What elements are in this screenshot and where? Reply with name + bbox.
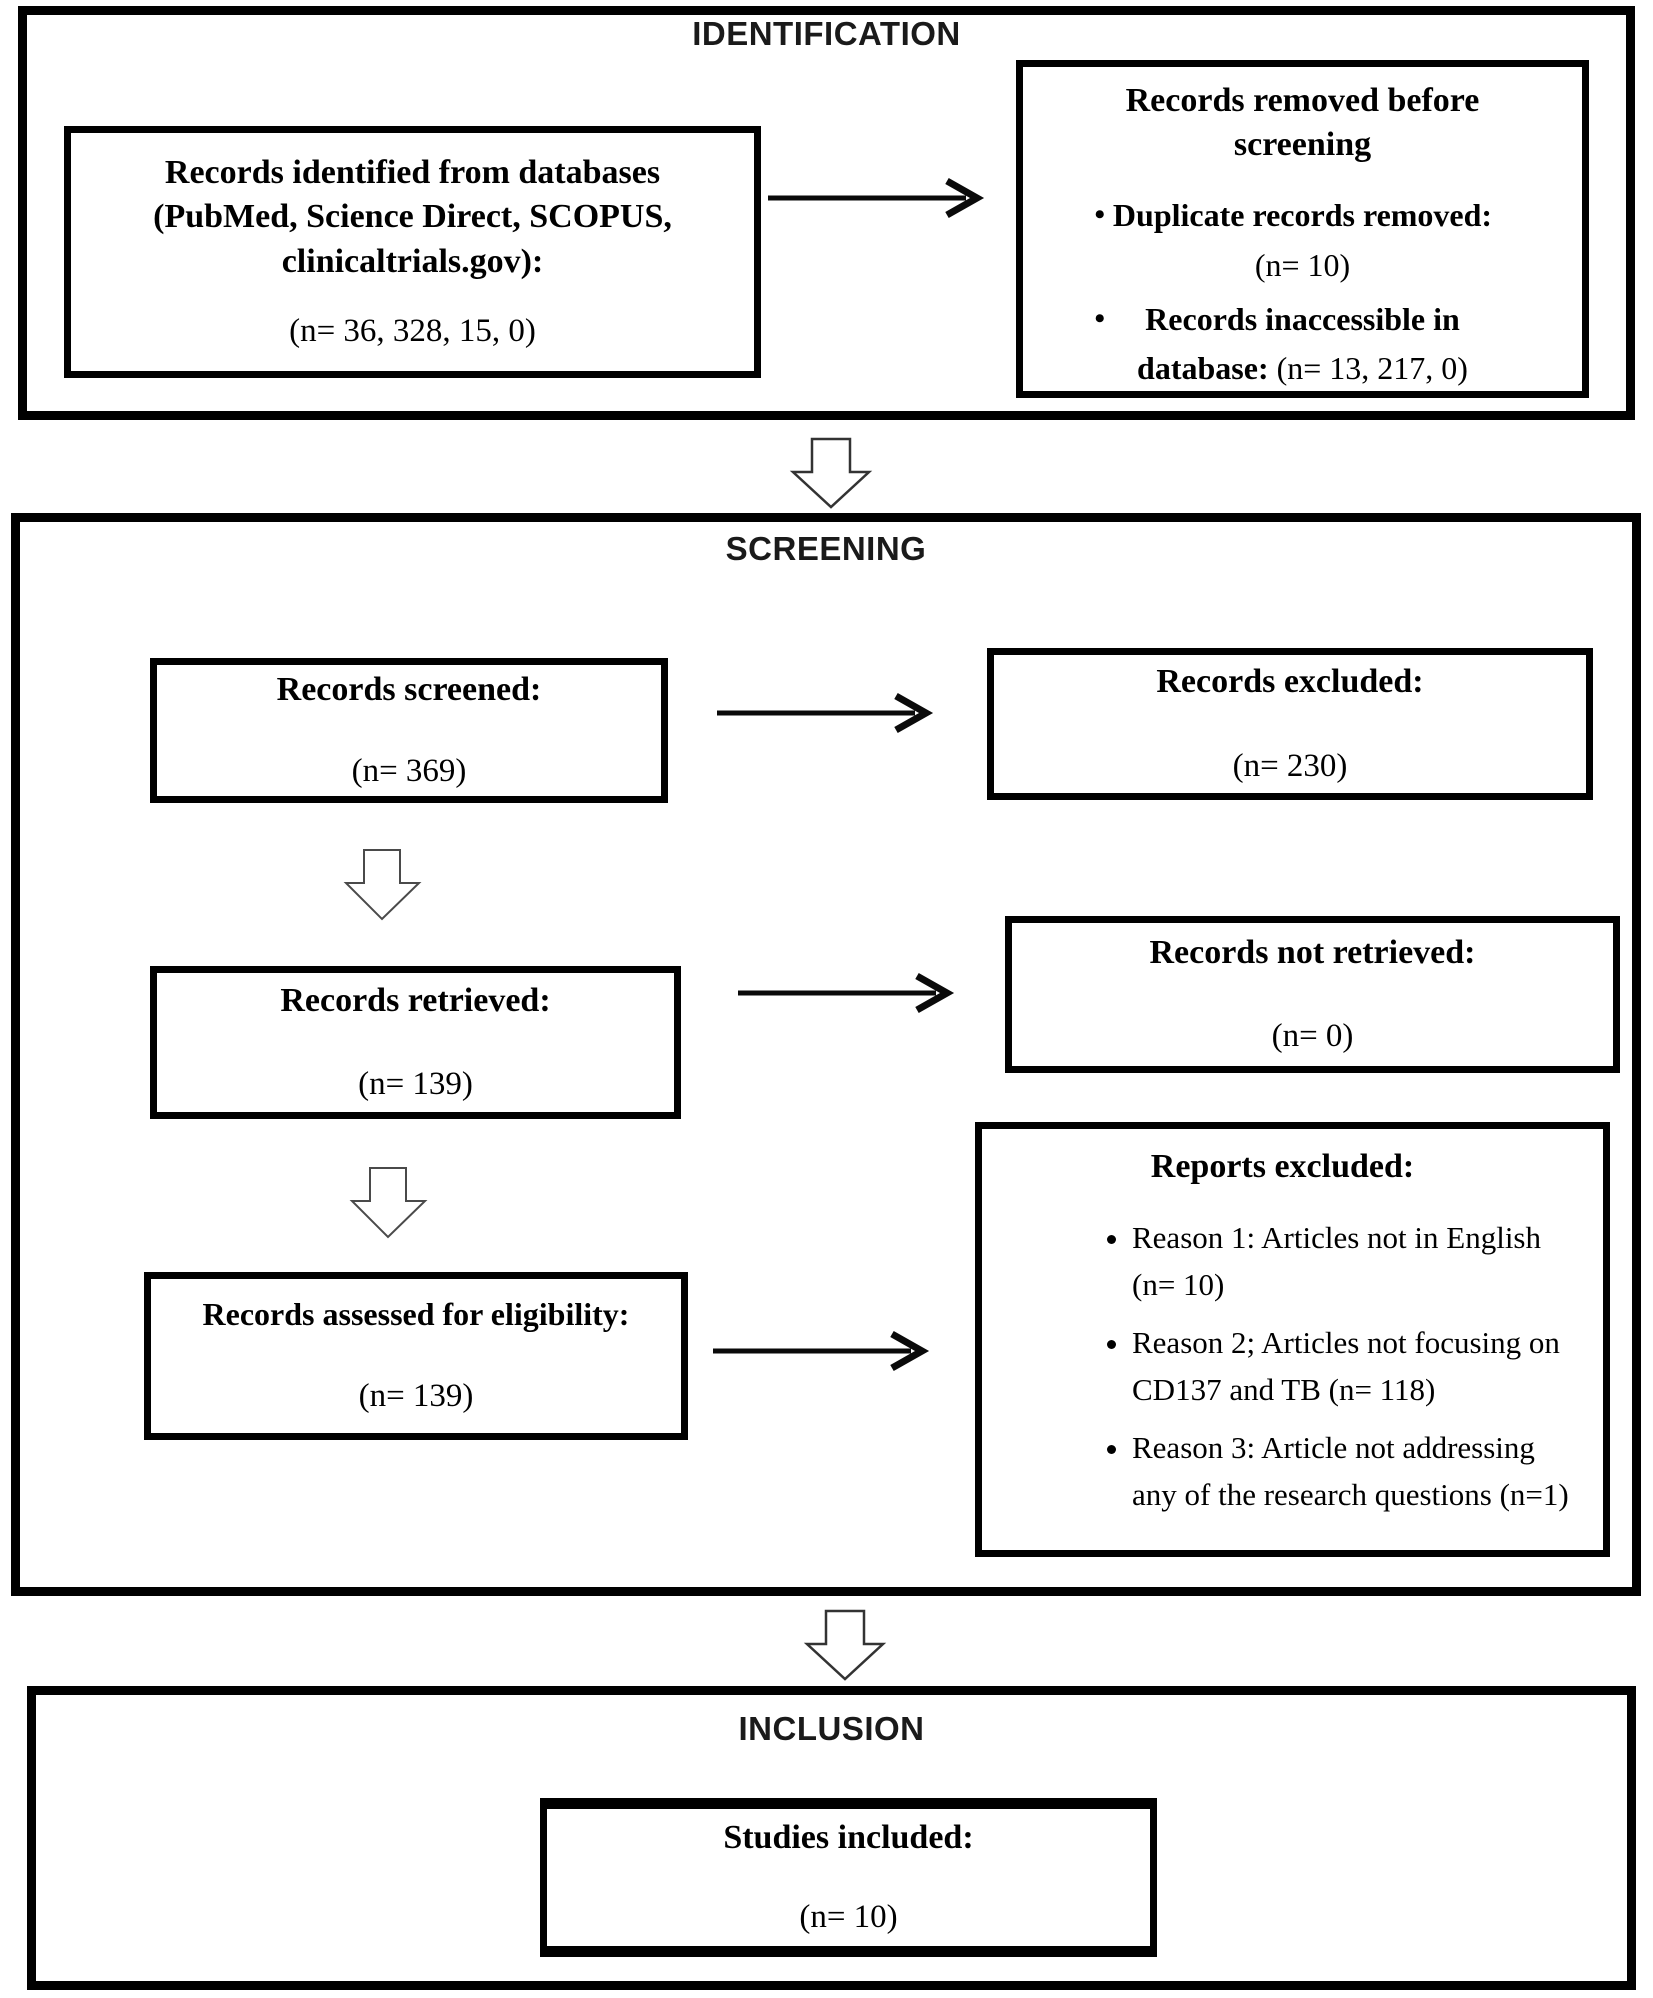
down-block-arrow-icon [343,849,422,921]
records-screened-title: Records screened: [276,670,542,708]
records-identified-box: Records identified from databases (PubMe… [64,126,761,378]
records-not-retrieved-count: (n= 0) [1271,1018,1354,1055]
inclusion-section-label: INCLUSION [738,1710,925,1747]
screening-section-label: SCREENING [725,530,927,567]
down-block-arrow-icon [789,437,873,509]
right-arrow-icon [717,692,934,734]
studies-included-count: (n= 10) [799,1899,898,1936]
records-retrieved-count: (n= 139) [358,1066,473,1103]
records-identified-count: (n= 36, 328, 15, 0) [289,312,536,349]
records-assessed-count: (n= 139) [358,1378,474,1415]
right-arrow-icon [738,972,955,1014]
bullet-item: Records inaccessible in database: (n= 13… [1095,295,1503,394]
bullet-label: Duplicate records removed: [1112,197,1493,234]
records-assessed-title: Records assessed for eligibility: [202,1295,630,1332]
records-identified-title: Records identified from databases (PubMe… [153,154,672,280]
down-block-arrow-icon [803,1609,887,1681]
down-block-arrow-icon [349,1167,428,1239]
records-excluded-count: (n= 230) [1232,747,1348,784]
records-removed-title: Records removed before screening [1125,82,1480,164]
screening-section: SCREENING Records screened: (n= 369) Rec… [11,513,1641,1596]
records-retrieved-box: Records retrieved: (n= 139) [150,966,681,1119]
records-not-retrieved-title: Records not retrieved: [1149,933,1476,971]
bullet-item: Reason 3: Article not addressing any of … [1132,1425,1573,1518]
bullet-item: Reason 2; Articles not focusing on CD137… [1132,1320,1573,1413]
records-screened-box: Records screened: (n= 369) [150,658,668,803]
bullet-count: (n= 13, 217, 0) [1276,350,1468,387]
records-excluded-title: Records excluded: [1156,663,1424,701]
bullet-label: Records inaccessible in database: [1137,300,1460,387]
records-screened-count: (n= 369) [351,753,467,790]
right-arrow-icon [713,1330,930,1372]
bullet-item: Reason 1: Articles not in English (n= 10… [1132,1215,1573,1308]
right-arrow-icon [768,177,985,219]
records-removed-list: Duplicate records removed: (n= 10) Recor… [1095,191,1503,397]
reports-excluded-box: Reports excluded: Reason 1: Articles not… [975,1122,1610,1557]
records-not-retrieved-box: Records not retrieved: (n= 0) [1005,916,1620,1073]
studies-included-box: Studies included: (n= 10) [540,1798,1157,1957]
records-retrieved-title: Records retrieved: [280,981,551,1019]
identification-section: IDENTIFICATION Records identified from d… [18,6,1635,420]
bullet-item: Duplicate records removed: (n= 10) [1095,191,1503,290]
studies-included-title: Studies included: [723,1818,974,1856]
reports-excluded-title: Reports excluded: [1150,1148,1415,1185]
bullet-count: (n= 10) [1254,246,1351,283]
records-assessed-box: Records assessed for eligibility: (n= 13… [144,1272,688,1440]
records-removed-box: Records removed before screening Duplica… [1016,60,1589,398]
reports-excluded-list: Reason 1: Articles not in English (n= 10… [982,1215,1583,1530]
identification-section-label: IDENTIFICATION [692,15,961,52]
records-excluded-box: Records excluded: (n= 230) [987,648,1593,800]
inclusion-section: INCLUSION Studies included: (n= 10) [27,1686,1636,1990]
